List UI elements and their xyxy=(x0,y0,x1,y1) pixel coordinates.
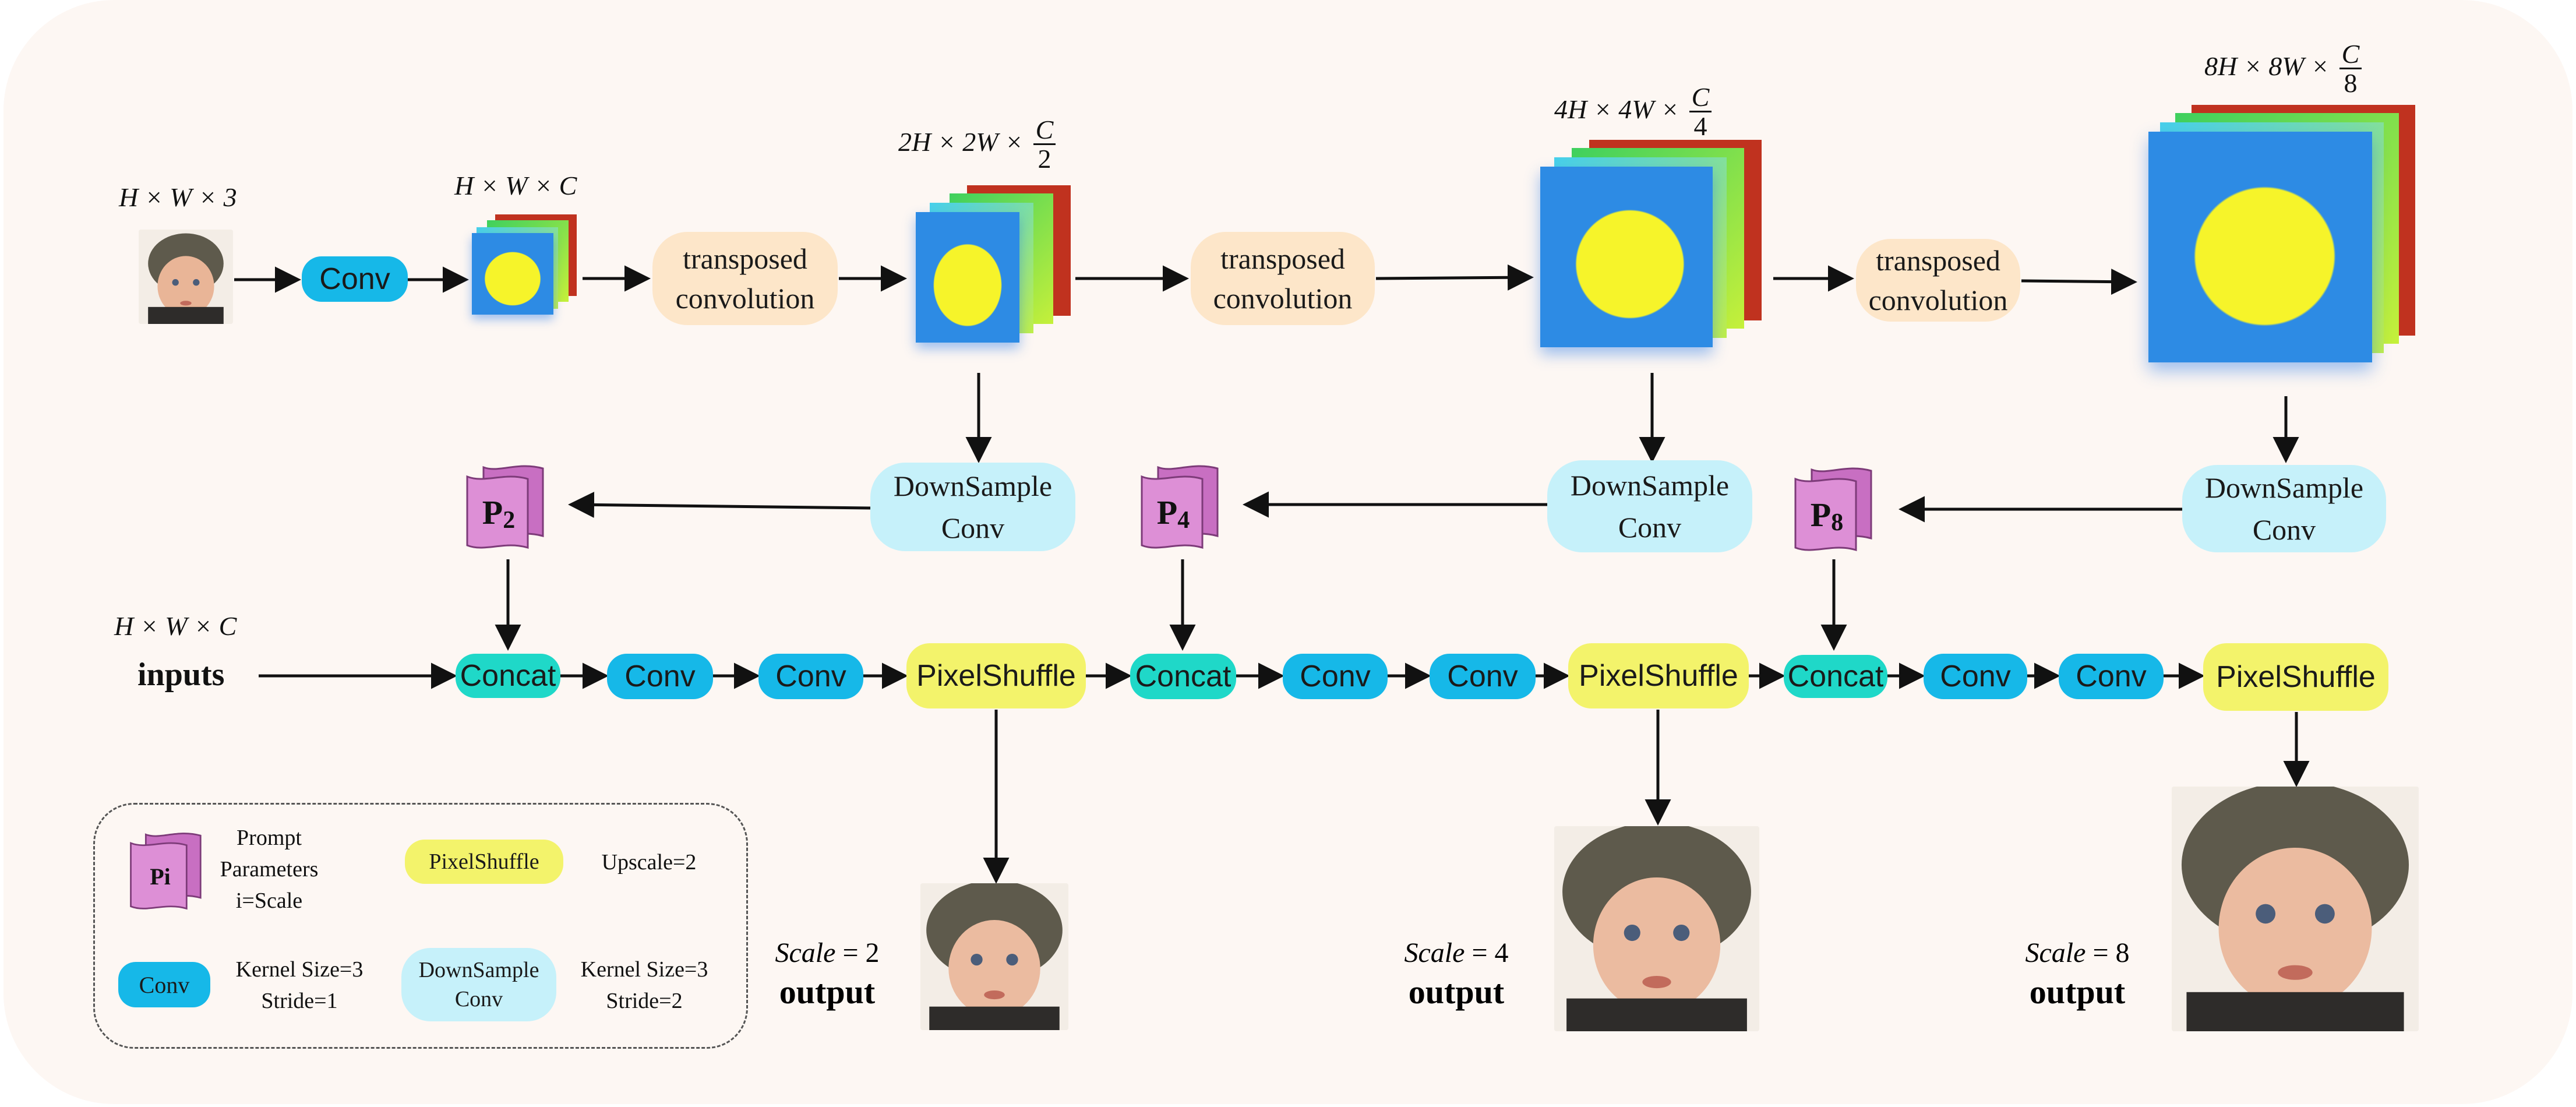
bottom-conv-block-1b: Conv xyxy=(758,654,863,699)
feature-map-front-layer xyxy=(916,212,1019,343)
legend-pixelshuffle-sample: PixelShuffle xyxy=(405,840,563,884)
prompt-p8-letter: P xyxy=(1810,495,1832,534)
input-dim-label: H × W × 3 xyxy=(119,182,237,212)
diagram-background xyxy=(3,0,2573,1104)
legend-downsample-sample: DownSample Conv xyxy=(401,948,556,1021)
feat2-dim-prefix: 2H × 2W × xyxy=(898,127,1024,157)
output-label-2: Scale = 4 output xyxy=(1386,937,1526,1011)
prompt-p4-letter: P xyxy=(1156,493,1178,531)
legend-pixelshuffle-text: Upscale=2 xyxy=(601,850,697,875)
output-scale-value-1: = 2 xyxy=(835,937,880,968)
legend-prompt-icon-label: Pi xyxy=(150,863,171,890)
transposed-conv-block-2: transposed convolution xyxy=(1191,232,1375,325)
output-scale-word-3: Scale xyxy=(2025,937,2086,968)
bottom-conv-block-2b: Conv xyxy=(1430,654,1536,699)
arrow-down1-to-p2 xyxy=(568,491,871,518)
output-word-2: output xyxy=(1408,973,1505,1011)
feat4-dim-fraction: C 8 xyxy=(2339,41,2362,97)
bottom-conv-block-1a: Conv xyxy=(607,654,713,699)
output-scale-word-2: Scale xyxy=(1404,937,1465,968)
legend-prompt-text: Prompt Parameters i=Scale xyxy=(220,826,319,913)
feat3-dim-denominator: 4 xyxy=(1693,111,1707,141)
feature-map-front-layer xyxy=(472,233,553,315)
transposed-conv-block-1: transposed convolution xyxy=(652,232,838,325)
downsample-conv-block-3: DownSample Conv xyxy=(2182,465,2386,552)
concat-block-1: Concat xyxy=(456,654,560,698)
bottom-conv-block-2a: Conv xyxy=(1283,654,1388,699)
feat4-dim-label: 8H × 8W × C 8 xyxy=(2204,41,2362,97)
feature-map-stack-1 xyxy=(466,214,580,329)
prompt-p4-subscript: 4 xyxy=(1177,507,1190,534)
feat2-dim-fraction: C 2 xyxy=(1033,117,1056,173)
output-label-1: Scale = 2 output xyxy=(757,937,897,1011)
feat4-dim-prefix: 8H × 8W × xyxy=(2204,51,2330,82)
top-conv-block: Conv xyxy=(302,256,408,302)
bottom-conv-block-3a: Conv xyxy=(1924,654,2027,699)
feat2-dim-label: 2H × 2W × C 2 xyxy=(898,117,1056,173)
downsample-conv-block-1: DownSample Conv xyxy=(870,463,1075,551)
output-scale-value-3: = 8 xyxy=(2085,937,2130,968)
output-word-1: output xyxy=(779,973,876,1011)
feat3-dim-fraction: C 4 xyxy=(1689,84,1712,140)
output-scale-1: Scale = 2 xyxy=(757,937,897,969)
output-scale-3: Scale = 8 xyxy=(2007,937,2147,969)
feature-map-stack-2 xyxy=(909,185,1078,354)
bottom-conv-block-3b: Conv xyxy=(2059,654,2164,699)
inputs-label: inputs xyxy=(137,657,225,693)
output-label-3: Scale = 8 output xyxy=(2007,937,2147,1011)
input-image xyxy=(139,230,233,324)
prompt-p2-subscript: 2 xyxy=(503,507,516,534)
feat3-dim-prefix: 4H × 4W × xyxy=(1554,94,1679,125)
pixelshuffle-block-3: PixelShuffle xyxy=(2203,643,2388,711)
feat3-dim-label: 4H × 4W × C 4 xyxy=(1554,84,1712,140)
arrow-tconv2-to-feat3 xyxy=(1375,264,1534,291)
prompt-p2-letter: P xyxy=(482,493,503,531)
arrow-tconv3-to-feat4 xyxy=(2021,269,2137,295)
feat2-dim-numerator: C xyxy=(1033,117,1056,145)
pixelshuffle-block-2: PixelShuffle xyxy=(1568,643,1749,708)
feat2-dim-denominator: 2 xyxy=(1038,144,1051,174)
output-scale-word-1: Scale xyxy=(775,937,836,968)
output-scale-2: Scale = 4 xyxy=(1386,937,1526,969)
output-word-3: output xyxy=(2029,973,2126,1011)
feature-map-stack-4 xyxy=(2144,105,2435,390)
feat1-dim-label: H × W × C xyxy=(454,171,577,200)
feature-map-stack-3 xyxy=(1536,140,1772,367)
pixelshuffle-block-1: PixelShuffle xyxy=(906,643,1086,708)
feat4-dim-numerator: C xyxy=(2339,41,2362,69)
feature-map-front-layer xyxy=(2148,132,2372,362)
feature-map-front-layer xyxy=(1540,167,1713,347)
legend-conv-text: Kernel Size=3 Stride=1 xyxy=(235,957,364,1013)
legend-prompt-icon: Pi xyxy=(128,828,209,913)
legend-box: Pi Prompt Parameters i=Scale PixelShuffl… xyxy=(93,803,748,1049)
transposed-conv-block-3: transposed convolution xyxy=(1856,239,2020,322)
output-image-scale-8 xyxy=(2172,787,2419,1031)
prompt-p8-subscript: 8 xyxy=(1831,509,1844,536)
output-scale-value-2: = 4 xyxy=(1465,937,1509,968)
bottom-input-dim-label: H × W × C xyxy=(114,611,237,641)
feat4-dim-denominator: 8 xyxy=(2344,68,2358,98)
legend-downsample-text: Kernel Size=3 Stride=2 xyxy=(580,957,708,1013)
concat-block-3: Concat xyxy=(1784,655,1887,698)
output-image-scale-2 xyxy=(920,883,1068,1030)
legend-conv-sample: Conv xyxy=(118,962,210,1007)
concat-block-2: Concat xyxy=(1130,654,1236,699)
feat3-dim-numerator: C xyxy=(1689,84,1712,112)
output-image-scale-4 xyxy=(1554,826,1759,1031)
downsample-conv-block-2: DownSample Conv xyxy=(1547,460,1752,552)
